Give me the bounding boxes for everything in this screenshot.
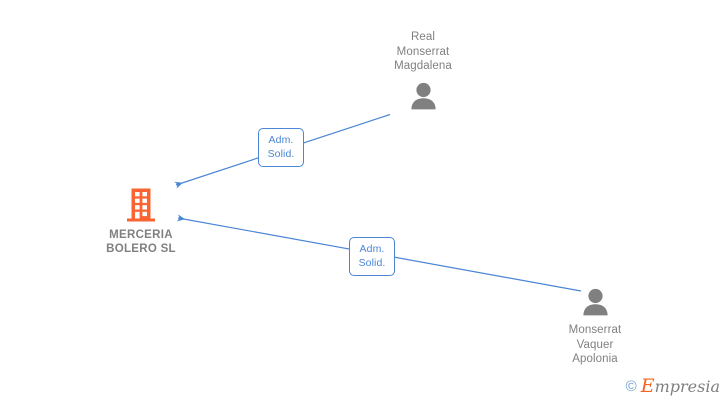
person-icon bbox=[410, 82, 436, 109]
person-node-bottom-label: Monserrat Vaquer Apolonia bbox=[568, 324, 622, 365]
company-node[interactable]: MERCERIA BOLERO SL bbox=[61, 186, 221, 256]
person-node-top-label: Real Monserrat Magdalena bbox=[394, 31, 452, 72]
empresia-logo-text: Empresia bbox=[641, 377, 720, 396]
copyright-icon: © bbox=[625, 378, 637, 395]
person-node-top[interactable]: Real Monserrat Magdalena bbox=[343, 30, 503, 110]
edge-label-bottom[interactable]: Adm. Solid. bbox=[349, 237, 395, 276]
person-node-bottom[interactable]: Monserrat Vaquer Apolonia bbox=[515, 288, 675, 367]
person-icon bbox=[582, 288, 608, 316]
empresia-watermark: © Empresia bbox=[626, 377, 720, 396]
empresia-logo-initial: E bbox=[640, 375, 655, 397]
company-node-label: MERCERIA BOLERO SL bbox=[106, 229, 176, 255]
empresia-logo-rest: mpresia bbox=[654, 377, 720, 396]
office-building-icon bbox=[127, 188, 155, 222]
edge-label-top[interactable]: Adm. Solid. bbox=[258, 128, 304, 167]
